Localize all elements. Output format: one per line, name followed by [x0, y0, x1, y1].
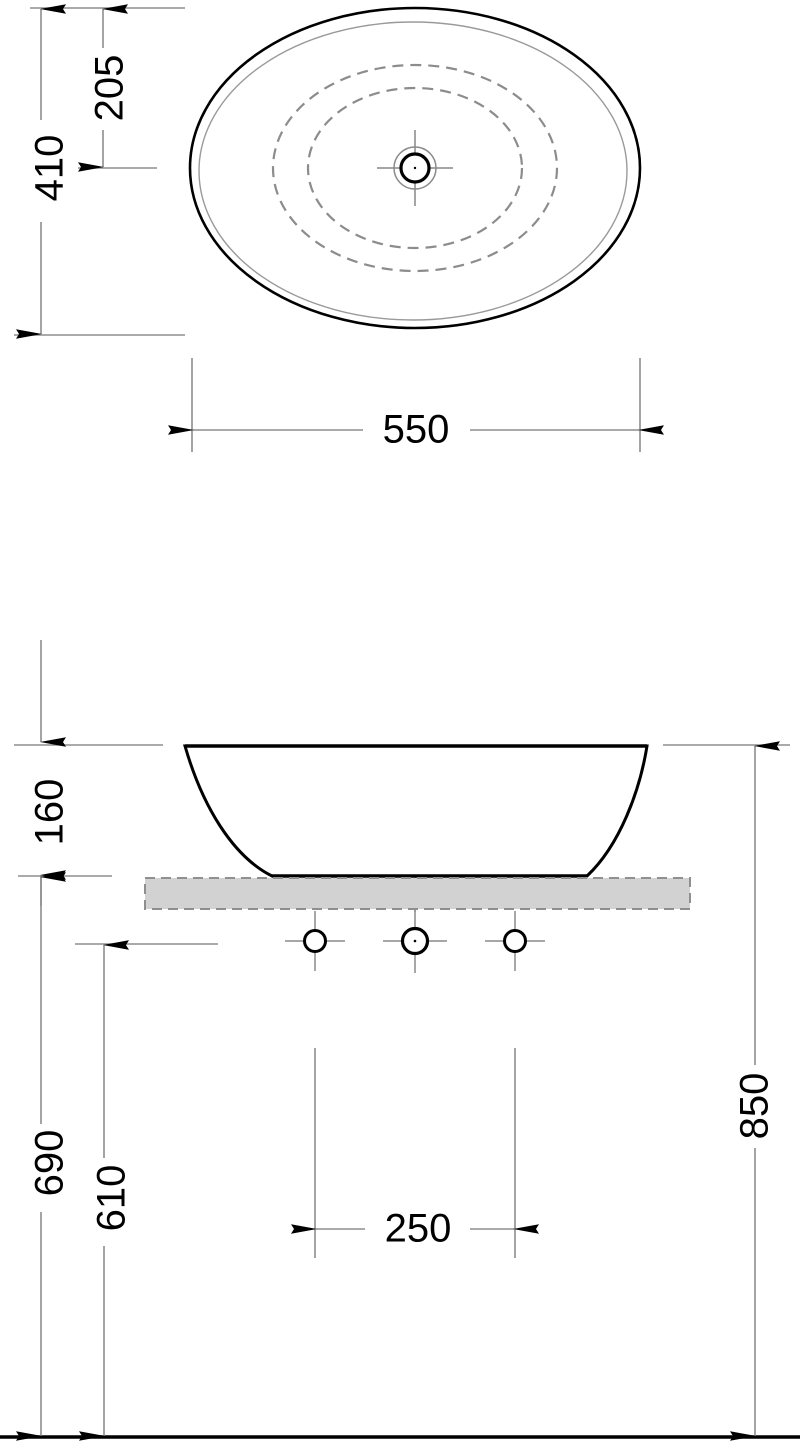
tap-hole-center-group [383, 909, 447, 973]
dim-610-label: 610 [90, 1165, 134, 1232]
tap-hole-center-point [413, 939, 417, 943]
elevation-dimension-group: 160 690 610 850 250 [14, 640, 790, 1441]
elevation-view-group [0, 744, 800, 1439]
bowl-contour-outer-dashed [271, 63, 559, 273]
drain-center-point [413, 166, 417, 170]
drain-outer-circle [393, 146, 437, 190]
countertop-slab [144, 877, 691, 910]
dim-850-label: 850 [733, 1073, 777, 1140]
dim-160-label: 160 [28, 779, 72, 846]
dim-410-label: 410 [28, 135, 72, 202]
dim-205-label: 205 [88, 55, 132, 122]
bowl-profile-outline [183, 744, 649, 878]
bowl-contour-inner-dashed [306, 86, 524, 250]
tap-hole-right-group [485, 911, 545, 971]
tap-hole-left-group [285, 911, 345, 971]
plan-dimension-group: 410 205 550 [14, 4, 664, 452]
basin-outer-rim-plan [188, 6, 642, 330]
dim-550-label: 550 [383, 408, 450, 452]
tap-hole-left [303, 929, 327, 953]
tap-hole-right [503, 929, 527, 953]
plan-view-group [188, 6, 642, 330]
basin-inner-rim-plan [198, 21, 628, 321]
dim-250-label: 250 [385, 1207, 452, 1251]
dim-690-label: 690 [28, 1130, 72, 1197]
